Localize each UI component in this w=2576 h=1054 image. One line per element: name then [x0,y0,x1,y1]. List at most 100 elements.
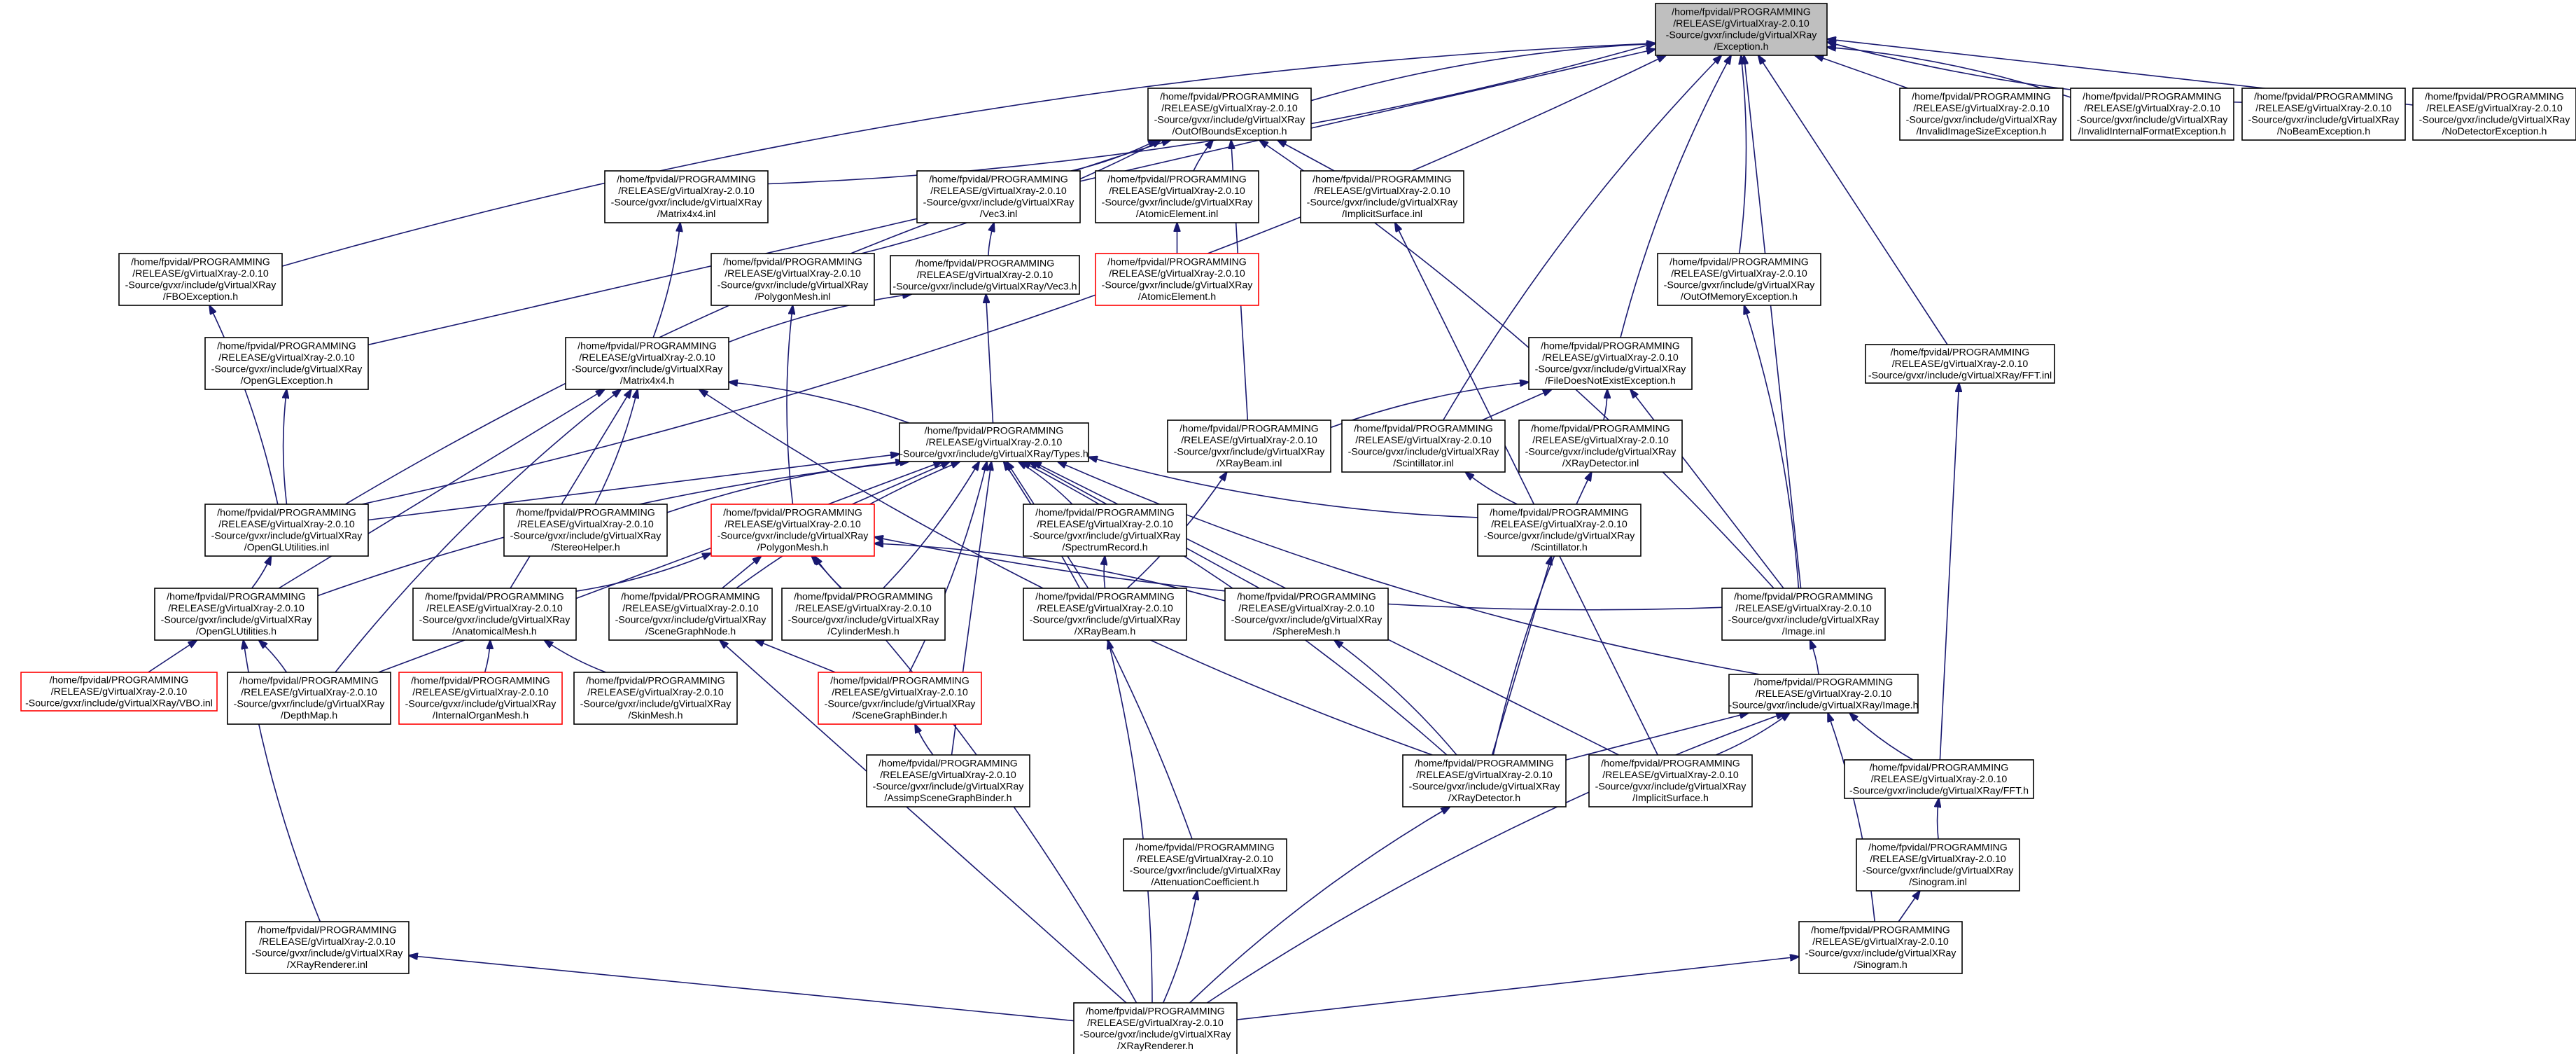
node-box[interactable] [2241,88,2406,141]
node-box[interactable] [781,588,946,641]
node-box[interactable] [204,337,369,390]
node-box[interactable] [1073,1002,1238,1054]
node-scenegraphnode[interactable]: /home/fpvidal/PROGRAMMING/RELEASE/gVirtu… [608,588,773,641]
node-skinmesh[interactable]: /home/fpvidal/PROGRAMMING/RELEASE/gVirtu… [573,672,738,725]
node-box[interactable] [890,255,1080,295]
node-vboinl[interactable]: /home/fpvidal/PROGRAMMING/RELEASE/gVirtu… [20,672,218,712]
node-invalidinternalformat[interactable]: /home/fpvidal/PROGRAMMING/RELEASE/gVirtu… [2070,88,2234,141]
node-box[interactable] [1402,754,1567,807]
node-vec3h[interactable]: /home/fpvidal/PROGRAMMING/RELEASE/gVirtu… [890,255,1080,295]
node-filedoesnotexist[interactable]: /home/fpvidal/PROGRAMMING/RELEASE/gVirtu… [1528,337,1693,390]
node-anatomicalmesh[interactable]: /home/fpvidal/PROGRAMMING/RELEASE/gVirtu… [412,588,577,641]
node-box[interactable] [1844,759,2034,799]
node-box[interactable] [118,253,283,306]
node-box[interactable] [1147,88,1312,141]
node-stereohelper[interactable]: /home/fpvidal/PROGRAMMING/RELEASE/gVirtu… [503,504,668,557]
node-outofbounds[interactable]: /home/fpvidal/PROGRAMMING/RELEASE/gVirtu… [1147,88,1312,141]
node-box[interactable] [899,422,1089,462]
node-fboexception[interactable]: /home/fpvidal/PROGRAMMING/RELEASE/gVirtu… [118,253,283,306]
node-imageh[interactable]: /home/fpvidal/PROGRAMMING/RELEASE/gVirtu… [1728,674,1919,714]
node-implicitsurfaceinl[interactable]: /home/fpvidal/PROGRAMMING/RELEASE/gVirtu… [1300,170,1464,223]
node-box[interactable] [1023,588,1187,641]
node-xrayrendererinl[interactable]: /home/fpvidal/PROGRAMMING/RELEASE/gVirtu… [245,921,410,974]
node-xraydetectorh[interactable]: /home/fpvidal/PROGRAMMING/RELEASE/gVirtu… [1402,754,1567,807]
node-xraybeamh[interactable]: /home/fpvidal/PROGRAMMING/RELEASE/gVirtu… [1023,588,1187,641]
node-box[interactable] [204,504,369,557]
node-attenuationcoefficient[interactable]: /home/fpvidal/PROGRAMMING/RELEASE/gVirtu… [1123,838,1287,892]
node-box[interactable] [1655,3,1828,56]
node-internalorganmesh[interactable]: /home/fpvidal/PROGRAMMING/RELEASE/gVirtu… [398,672,563,725]
node-box[interactable] [604,170,769,223]
node-scintillatorh[interactable]: /home/fpvidal/PROGRAMMING/RELEASE/gVirtu… [1477,504,1642,557]
node-xraydetectorinl[interactable]: /home/fpvidal/PROGRAMMING/RELEASE/gVirtu… [1518,419,1683,473]
node-scenegraphbinder[interactable]: /home/fpvidal/PROGRAMMING/RELEASE/gVirtu… [818,672,982,725]
node-box[interactable] [573,672,738,725]
node-matrix4x4inl[interactable]: /home/fpvidal/PROGRAMMING/RELEASE/gVirtu… [604,170,769,223]
node-box[interactable] [710,504,875,557]
node-box[interactable] [1224,588,1389,641]
node-box[interactable] [1095,170,1259,223]
node-invalidimagesize[interactable]: /home/fpvidal/PROGRAMMING/RELEASE/gVirtu… [1899,88,2064,141]
node-nodetector[interactable]: /home/fpvidal/PROGRAMMING/RELEASE/gVirtu… [2412,88,2576,141]
node-box[interactable] [503,504,668,557]
node-implicitsurfaceh[interactable]: /home/fpvidal/PROGRAMMING/RELEASE/gVirtu… [1588,754,1753,807]
node-box[interactable] [1865,344,2055,384]
node-polygonmeshh[interactable]: /home/fpvidal/PROGRAMMING/RELEASE/gVirtu… [710,504,875,557]
node-box[interactable] [1728,674,1919,714]
node-box[interactable] [154,588,318,641]
node-outofmemory[interactable]: /home/fpvidal/PROGRAMMING/RELEASE/gVirtu… [1657,253,1821,306]
node-box[interactable] [1095,253,1259,306]
node-atomicelementh[interactable]: /home/fpvidal/PROGRAMMING/RELEASE/gVirtu… [1095,253,1259,306]
node-exception[interactable]: /home/fpvidal/PROGRAMMING/RELEASE/gVirtu… [1655,3,1828,56]
node-xraybeaminl[interactable]: /home/fpvidal/PROGRAMMING/RELEASE/gVirtu… [1167,419,1331,473]
node-box[interactable] [1657,253,1821,306]
node-box[interactable] [1798,921,1963,974]
node-box[interactable] [1518,419,1683,473]
node-imageinl[interactable]: /home/fpvidal/PROGRAMMING/RELEASE/gVirtu… [1721,588,1886,641]
node-sinogramh[interactable]: /home/fpvidal/PROGRAMMING/RELEASE/gVirtu… [1798,921,1963,974]
node-ffth[interactable]: /home/fpvidal/PROGRAMMING/RELEASE/gVirtu… [1844,759,2034,799]
node-nobeam[interactable]: /home/fpvidal/PROGRAMMING/RELEASE/gVirtu… [2241,88,2406,141]
node-polygonmeshinl[interactable]: /home/fpvidal/PROGRAMMING/RELEASE/gVirtu… [710,253,875,306]
node-matrix4x4h[interactable]: /home/fpvidal/PROGRAMMING/RELEASE/gVirtu… [565,337,729,390]
node-sinograminl[interactable]: /home/fpvidal/PROGRAMMING/RELEASE/gVirtu… [1856,838,2020,892]
node-box[interactable] [1528,337,1693,390]
node-cylindermesh[interactable]: /home/fpvidal/PROGRAMMING/RELEASE/gVirtu… [781,588,946,641]
node-opengl_exception[interactable]: /home/fpvidal/PROGRAMMING/RELEASE/gVirtu… [204,337,369,390]
node-box[interactable] [1588,754,1753,807]
node-fftinl[interactable]: /home/fpvidal/PROGRAMMING/RELEASE/gVirtu… [1865,344,2055,384]
node-openglutilitiesinl[interactable]: /home/fpvidal/PROGRAMMING/RELEASE/gVirtu… [204,504,369,557]
node-box[interactable] [412,588,577,641]
node-scintillatorinl[interactable]: /home/fpvidal/PROGRAMMING/RELEASE/gVirtu… [1341,419,1506,473]
node-box[interactable] [1477,504,1642,557]
node-box[interactable] [710,253,875,306]
node-box[interactable] [1123,838,1287,892]
node-box[interactable] [818,672,982,725]
node-box[interactable] [866,754,1030,807]
node-box[interactable] [245,921,410,974]
node-box[interactable] [20,672,218,712]
node-box[interactable] [608,588,773,641]
node-box[interactable] [1899,88,2064,141]
node-box[interactable] [1167,419,1331,473]
node-vec3inl[interactable]: /home/fpvidal/PROGRAMMING/RELEASE/gVirtu… [916,170,1081,223]
node-box[interactable] [1721,588,1886,641]
node-depthmap[interactable]: /home/fpvidal/PROGRAMMING/RELEASE/gVirtu… [227,672,391,725]
node-box[interactable] [565,337,729,390]
node-box[interactable] [2412,88,2576,141]
node-box[interactable] [398,672,563,725]
node-box[interactable] [227,672,391,725]
node-box[interactable] [1300,170,1464,223]
node-spheremesh[interactable]: /home/fpvidal/PROGRAMMING/RELEASE/gVirtu… [1224,588,1389,641]
node-box[interactable] [2070,88,2234,141]
node-openglutilitiesh[interactable]: /home/fpvidal/PROGRAMMING/RELEASE/gVirtu… [154,588,318,641]
node-spectrumrecord[interactable]: /home/fpvidal/PROGRAMMING/RELEASE/gVirtu… [1023,504,1187,557]
node-box[interactable] [1341,419,1506,473]
node-atomicelementinl[interactable]: /home/fpvidal/PROGRAMMING/RELEASE/gVirtu… [1095,170,1259,223]
node-box[interactable] [916,170,1081,223]
node-xrayrendererh[interactable]: /home/fpvidal/PROGRAMMING/RELEASE/gVirtu… [1073,1002,1238,1054]
node-box[interactable] [1023,504,1187,557]
node-assimpscenegraphbinder[interactable]: /home/fpvidal/PROGRAMMING/RELEASE/gVirtu… [866,754,1030,807]
node-typesh[interactable]: /home/fpvidal/PROGRAMMING/RELEASE/gVirtu… [899,422,1089,462]
node-box[interactable] [1856,838,2020,892]
